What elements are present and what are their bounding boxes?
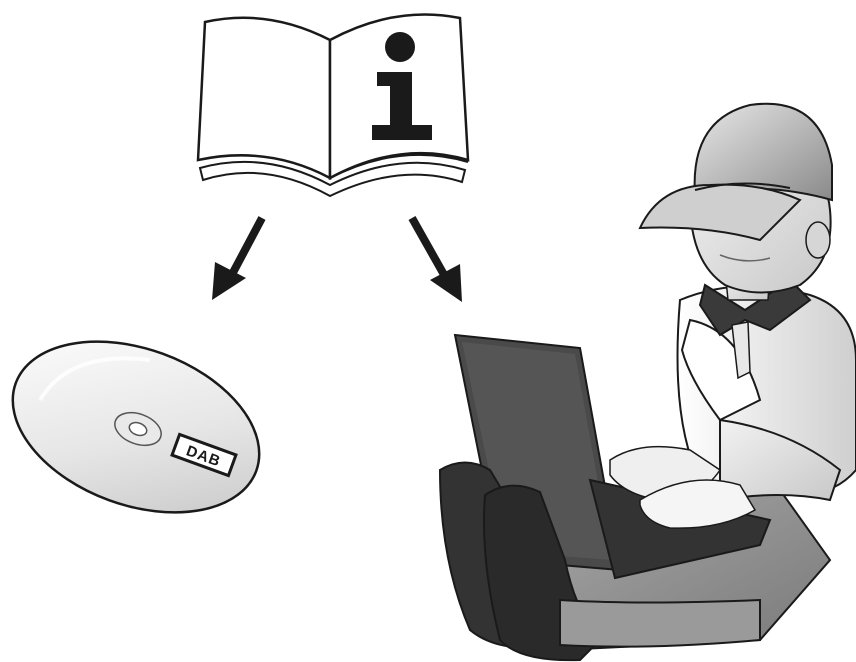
cd-disc-icon: DAB xyxy=(0,310,283,544)
person-with-laptop-illustration xyxy=(440,104,856,660)
arrow-down-right-icon xyxy=(412,218,462,302)
arrow-down-left-icon xyxy=(212,218,262,300)
info-manual-icon xyxy=(198,14,468,196)
